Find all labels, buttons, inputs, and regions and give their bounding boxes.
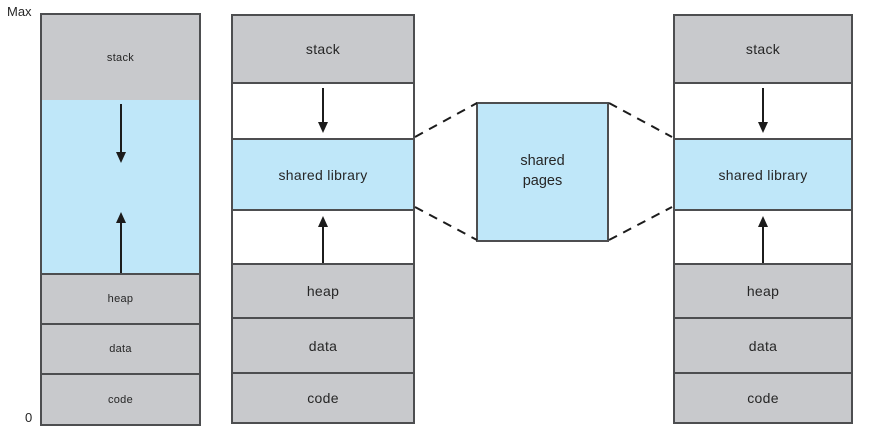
up-arrow-icon bbox=[119, 223, 122, 273]
segment-data: data bbox=[233, 317, 413, 372]
segment-code-label: code bbox=[747, 390, 779, 406]
segment-shared-library-label: shared library bbox=[278, 166, 368, 183]
segment-stack-growth-gap bbox=[233, 82, 413, 138]
down-arrow-icon bbox=[322, 88, 324, 122]
up-arrow-icon bbox=[322, 227, 324, 263]
shared-pages-label: shared pages bbox=[520, 153, 565, 189]
segment-stack-growth-gap bbox=[675, 82, 851, 138]
segment-stack: stack bbox=[42, 15, 199, 100]
dashed-connector-left-bottom bbox=[414, 206, 478, 241]
segment-heap-label: heap bbox=[746, 283, 780, 299]
segment-data-label: data bbox=[308, 337, 338, 354]
zero-address-label: 0 bbox=[25, 410, 33, 425]
segment-code: code bbox=[233, 372, 413, 422]
process-column-right: stack shared library heap data code bbox=[673, 14, 853, 424]
segment-code: code bbox=[42, 373, 199, 424]
segment-stack: stack bbox=[233, 16, 413, 82]
dashed-connector-right-top bbox=[608, 102, 673, 138]
segment-heap-label: heap bbox=[107, 293, 134, 305]
segment-heap-growth-gap bbox=[675, 209, 851, 263]
segment-heap-label: heap bbox=[306, 283, 340, 299]
segment-heap-growth-gap bbox=[233, 209, 413, 263]
dashed-connector-left-top bbox=[414, 102, 478, 138]
up-arrow-icon bbox=[762, 227, 764, 263]
segment-free-space bbox=[42, 100, 199, 273]
segment-shared-library: shared library bbox=[675, 138, 851, 209]
process-column-middle: stack shared library heap data code bbox=[231, 14, 415, 424]
shared-pages-box: shared pages bbox=[476, 102, 609, 242]
segment-data-label: data bbox=[748, 337, 778, 354]
dashed-connector-right-bottom bbox=[608, 206, 673, 241]
segment-shared-library: shared library bbox=[233, 138, 413, 209]
segment-stack-label: stack bbox=[106, 51, 135, 64]
segment-stack-label: stack bbox=[305, 41, 341, 57]
segment-data: data bbox=[42, 323, 199, 373]
down-arrow-icon bbox=[119, 104, 122, 152]
segment-code-label: code bbox=[307, 390, 339, 406]
segment-code-label: code bbox=[107, 393, 134, 406]
segment-heap: heap bbox=[675, 263, 851, 317]
segment-data-label: data bbox=[109, 343, 132, 355]
segment-stack: stack bbox=[675, 16, 851, 82]
segment-code: code bbox=[675, 372, 851, 422]
max-address-label: Max bbox=[7, 4, 32, 19]
segment-shared-library-label: shared library bbox=[718, 166, 808, 183]
segment-stack-label: stack bbox=[745, 41, 781, 57]
segment-heap: heap bbox=[42, 273, 199, 323]
process-column-left: stack heap data code bbox=[40, 13, 201, 426]
down-arrow-icon bbox=[762, 88, 764, 122]
segment-heap: heap bbox=[233, 263, 413, 317]
segment-data: data bbox=[675, 317, 851, 372]
